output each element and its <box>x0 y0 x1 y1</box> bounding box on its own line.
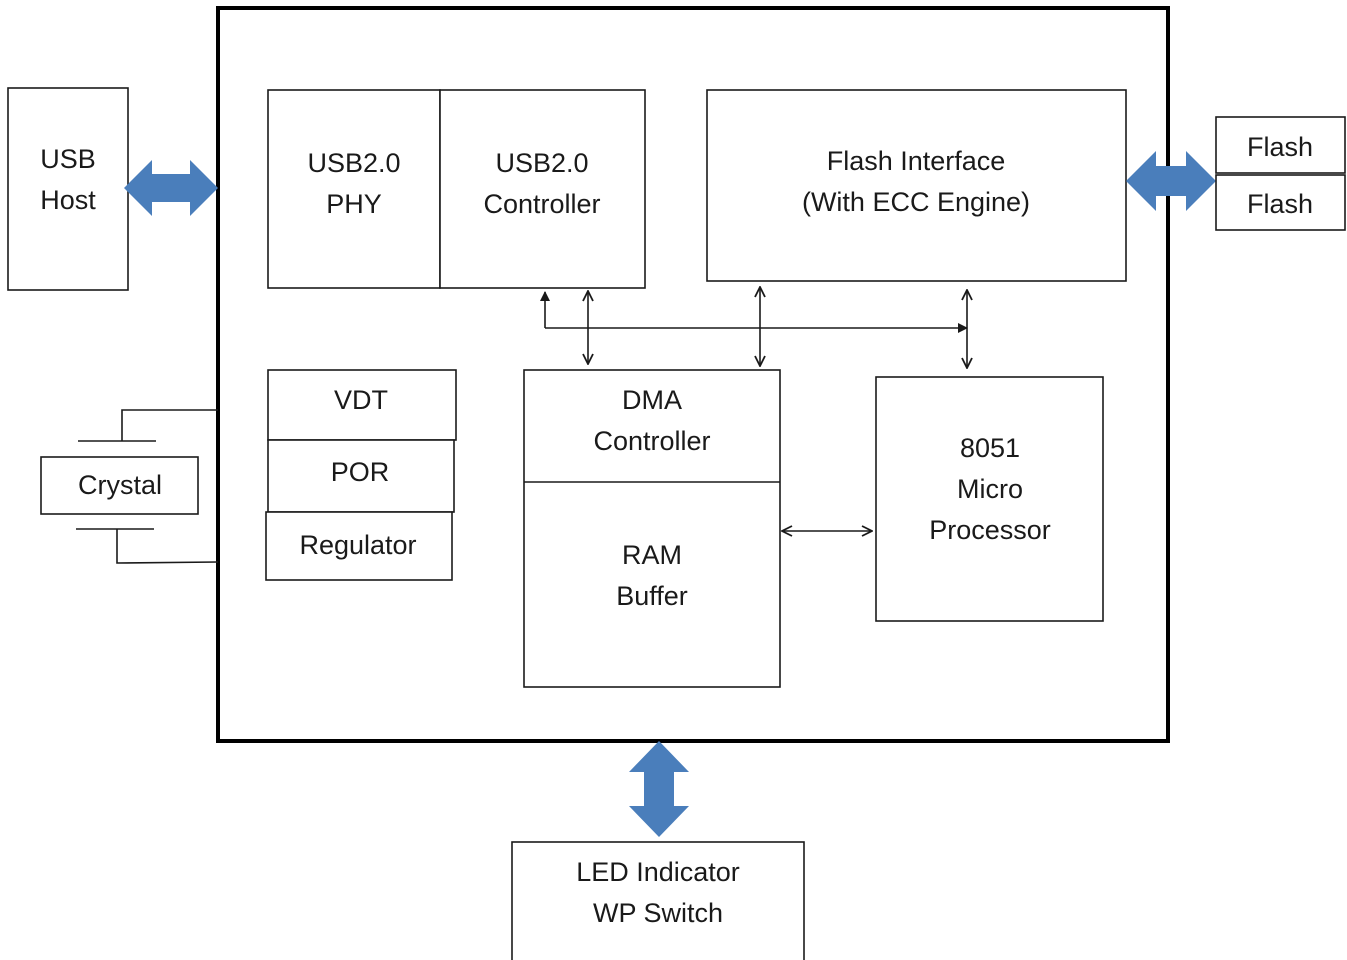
vdt-label: VDT <box>334 385 388 415</box>
microprocessor-block: 8051 Micro Processor <box>875 376 1104 622</box>
usb-controller-label-line1: USB2.0 <box>495 148 588 178</box>
controller-chip-outline <box>216 6 1170 743</box>
usb-host-label-line1: USB <box>40 144 96 174</box>
flash-chip-stack: Flash Flash <box>1215 116 1346 231</box>
usb-host-block: USB Host <box>7 87 129 291</box>
wp-switch-label: WP Switch <box>593 898 723 928</box>
flash-bus-arrow <box>1126 151 1216 211</box>
usb-phy-label-line2: PHY <box>326 189 382 219</box>
ram-buffer-label-line2: Buffer <box>616 581 688 611</box>
flash-chip-2-label: Flash <box>1247 189 1313 219</box>
flash-interface-label-line2: (With ECC Engine) <box>802 187 1030 217</box>
led-wp-block: LED Indicator WP Switch <box>511 841 805 960</box>
microprocessor-label-line3: Processor <box>929 515 1051 545</box>
dma-controller-label-line1: DMA <box>622 385 682 415</box>
usb-controller-block: USB2.0 Controller <box>439 89 646 289</box>
led-bus-arrow <box>629 741 689 837</box>
usb-host-label-line2: Host <box>40 185 96 215</box>
usb-controller-label-line2: Controller <box>483 189 600 219</box>
dma-controller-label-line2: Controller <box>593 426 710 456</box>
ram-buffer-label-line1: RAM <box>622 540 682 570</box>
usb-phy-label-line1: USB2.0 <box>307 148 400 178</box>
regulator-label: Regulator <box>299 530 416 560</box>
flash-chip-1-label: Flash <box>1247 132 1313 162</box>
dma-ram-block: DMA Controller RAM Buffer <box>523 369 781 688</box>
usb-bus-arrow <box>124 160 218 216</box>
vdt-block: VDT <box>267 369 457 441</box>
flash-interface-label-line1: Flash Interface <box>827 146 1006 176</box>
por-label: POR <box>331 457 390 487</box>
usb-phy-block: USB2.0 PHY <box>267 89 441 289</box>
led-indicator-label: LED Indicator <box>576 857 740 887</box>
crystal-label: Crystal <box>78 470 162 500</box>
por-block: POR <box>267 439 455 513</box>
microprocessor-label-line2: Micro <box>957 474 1023 504</box>
flash-interface-block: Flash Interface (With ECC Engine) <box>706 89 1127 282</box>
crystal-block: Crystal <box>40 409 219 564</box>
microprocessor-label-line1: 8051 <box>960 433 1020 463</box>
regulator-block: Regulator <box>265 511 453 581</box>
